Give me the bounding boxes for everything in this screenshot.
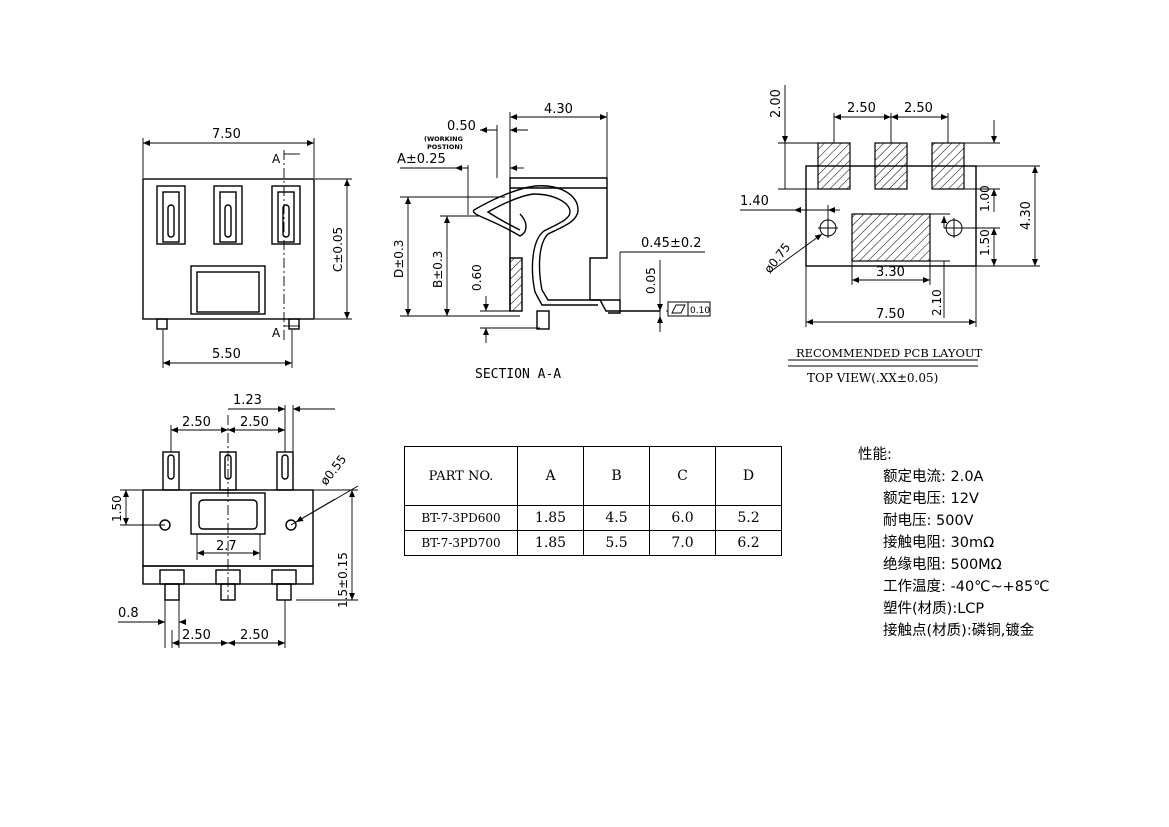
table-cell: 1.85	[517, 530, 584, 556]
front-section-mark-top: A	[272, 152, 281, 166]
performance-item: 塑件(材质):LCP	[883, 601, 985, 617]
section-dim-d: D±0.3	[392, 240, 406, 278]
performance-item: 绝缘电阻: 500MΩ	[883, 557, 1002, 573]
bottom-dim-250d: 2.50	[240, 628, 269, 643]
performance-title: 性能:	[858, 447, 892, 463]
pcb-pads	[817, 142, 965, 262]
pcb-dim-100: 1.00	[978, 185, 992, 212]
flatness-icon	[671, 304, 686, 314]
bottom-dim-250b: 2.50	[240, 415, 269, 430]
table-header-row: PART NO. A B C D	[404, 446, 782, 506]
performance-item: 接触电阻: 30mΩ	[883, 535, 995, 551]
performance-list: 性能: 额定电流: 2.0A 额定电压: 12V 耐电压: 500V 接触电阻:…	[858, 444, 1050, 642]
pcb-dim-140: 1.40	[740, 194, 769, 209]
pcb-dim-250a: 2.50	[847, 101, 876, 116]
table-row: BT-7-3PD700 1.85 5.5 7.0 6.2	[404, 530, 782, 556]
table-cell: 5.2	[715, 505, 782, 531]
front-height-label: C±0.05	[331, 227, 345, 272]
section-body	[472, 177, 660, 330]
pcb-dimensions	[740, 85, 1040, 367]
table-header: C	[649, 446, 716, 506]
pcb-dim-150: 1.50	[978, 229, 992, 256]
pcb-dim-430: 4.30	[1019, 201, 1034, 230]
table-header: B	[583, 446, 650, 506]
section-dim-a: A±0.25	[397, 152, 446, 167]
table-cell: BT-7-3PD600	[404, 505, 518, 531]
section-dimensions	[400, 112, 705, 343]
pcb-dim-200: 2.00	[769, 89, 784, 118]
bottom-dim-123: 1.23	[233, 393, 262, 408]
table-header: PART NO.	[404, 446, 518, 506]
bottom-dim-27: 2.7	[216, 539, 237, 554]
table-cell: 7.0	[649, 530, 716, 556]
performance-item: 耐电压: 500V	[883, 513, 974, 529]
section-dim-045: 0.45±0.2	[641, 236, 702, 251]
section-dim-050: 0.50	[447, 119, 476, 134]
table-cell: 6.2	[715, 530, 782, 556]
pcb-subtitle: TOP VIEW(.XX±0.05)	[807, 371, 938, 385]
front-dimensions	[142, 138, 352, 368]
section-dim-b: B±0.3	[431, 251, 445, 288]
section-dim-top: 4.30	[544, 102, 573, 117]
bottom-dim-15: 1.5±0.15	[336, 552, 350, 608]
part-spec-table: PART NO. A B C D BT-7-3PD600 1.85 4.5 6.…	[404, 446, 782, 556]
table-cell: BT-7-3PD700	[404, 530, 518, 556]
bottom-dim-250a: 2.50	[182, 415, 211, 430]
table-header: D	[715, 446, 782, 506]
performance-item: 接触点(材质):磷铜,镀金	[883, 623, 1035, 639]
table-cell: 5.5	[583, 530, 650, 556]
pcb-dim-250b: 2.50	[904, 101, 933, 116]
table-header: A	[517, 446, 584, 506]
table-cell: 4.5	[583, 505, 650, 531]
performance-item: 工作温度: -40℃~+85℃	[883, 579, 1050, 595]
section-title: SECTION A-A	[475, 367, 561, 382]
bottom-dim-150: 1.50	[110, 495, 124, 522]
section-working-note-1: (WORKING	[424, 135, 463, 143]
section-dim-060: 0.60	[470, 264, 484, 291]
pcb-dim-750: 7.50	[876, 307, 905, 322]
bottom-dim-08: 0.8	[118, 606, 139, 621]
flatness-box	[667, 301, 711, 317]
pcb-dim-330: 3.30	[876, 265, 905, 280]
pcb-dim-210: 2.10	[930, 289, 944, 316]
front-pitch-label: 5.50	[212, 347, 241, 362]
bottom-dim-250c: 2.50	[182, 628, 211, 643]
table-row: BT-7-3PD600 1.85 4.5 6.0 5.2	[404, 505, 782, 531]
front-section-mark-bottom: A	[272, 326, 281, 340]
bottom-dimensions	[118, 405, 359, 648]
table-cell: 1.85	[517, 505, 584, 531]
section-dim-005: 0.05	[644, 267, 658, 294]
pcb-title: RECOMMENDED PCB LAYOUT	[796, 346, 983, 360]
bottom-dim-hole: ø0.55	[317, 452, 349, 487]
performance-item: 额定电压: 12V	[883, 491, 979, 507]
front-width-label: 7.50	[212, 127, 241, 142]
front-body	[142, 178, 315, 330]
table-cell: 6.0	[649, 505, 716, 531]
flatness-value: 0.10	[690, 306, 710, 316]
performance-item: 额定电流: 2.0A	[883, 469, 984, 485]
section-working-note-2: POSTION)	[427, 143, 463, 151]
